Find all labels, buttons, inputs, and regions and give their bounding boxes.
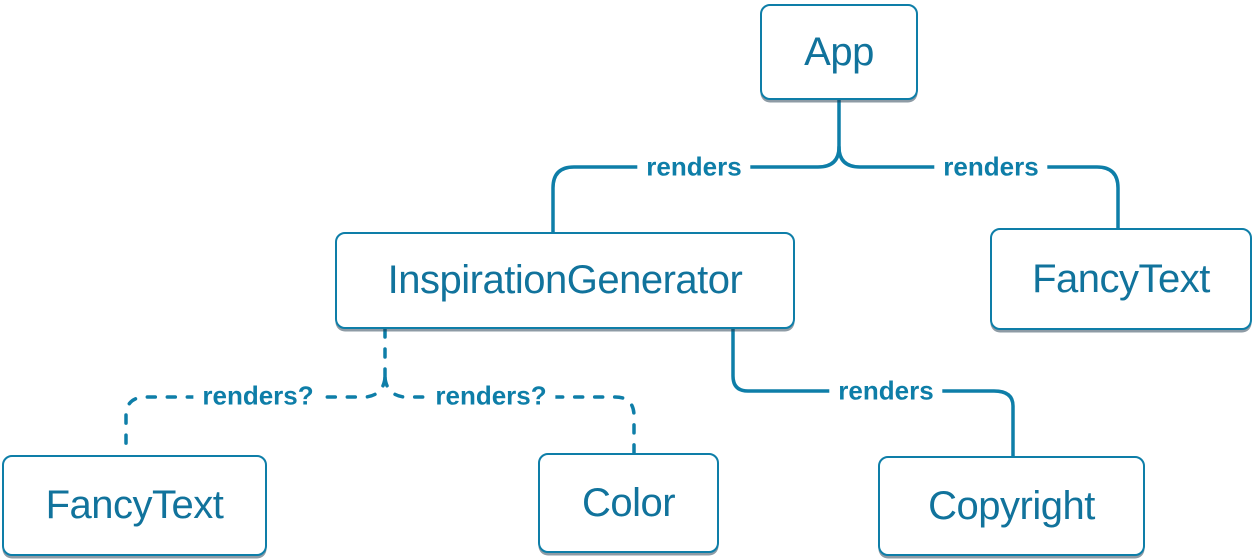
node-inspiration-generator: InspirationGenerator [335, 232, 795, 329]
edge-label-app-inspirationgenerator: renders [637, 153, 750, 182]
node-fancy-text-bottom: FancyText [2, 455, 267, 556]
node-fancy-text-top-label: FancyText [1032, 257, 1210, 302]
node-inspiration-generator-label: InspirationGenerator [388, 258, 743, 303]
edge-label-inspirationgenerator-color: renders? [426, 382, 555, 411]
node-fancy-text-top: FancyText [990, 228, 1252, 330]
node-app: App [760, 4, 918, 100]
node-copyright-label: Copyright [928, 484, 1095, 529]
edge-label-inspirationgenerator-fancytext: renders? [193, 382, 322, 411]
edge-label-app-fancytext: renders [934, 153, 1047, 182]
edge-label-inspirationgenerator-copyright: renders [829, 377, 942, 406]
node-app-label: App [804, 30, 874, 75]
node-fancy-text-bottom-label: FancyText [46, 483, 224, 528]
node-color-label: Color [582, 481, 675, 526]
node-copyright: Copyright [878, 456, 1145, 556]
node-color: Color [538, 453, 719, 553]
